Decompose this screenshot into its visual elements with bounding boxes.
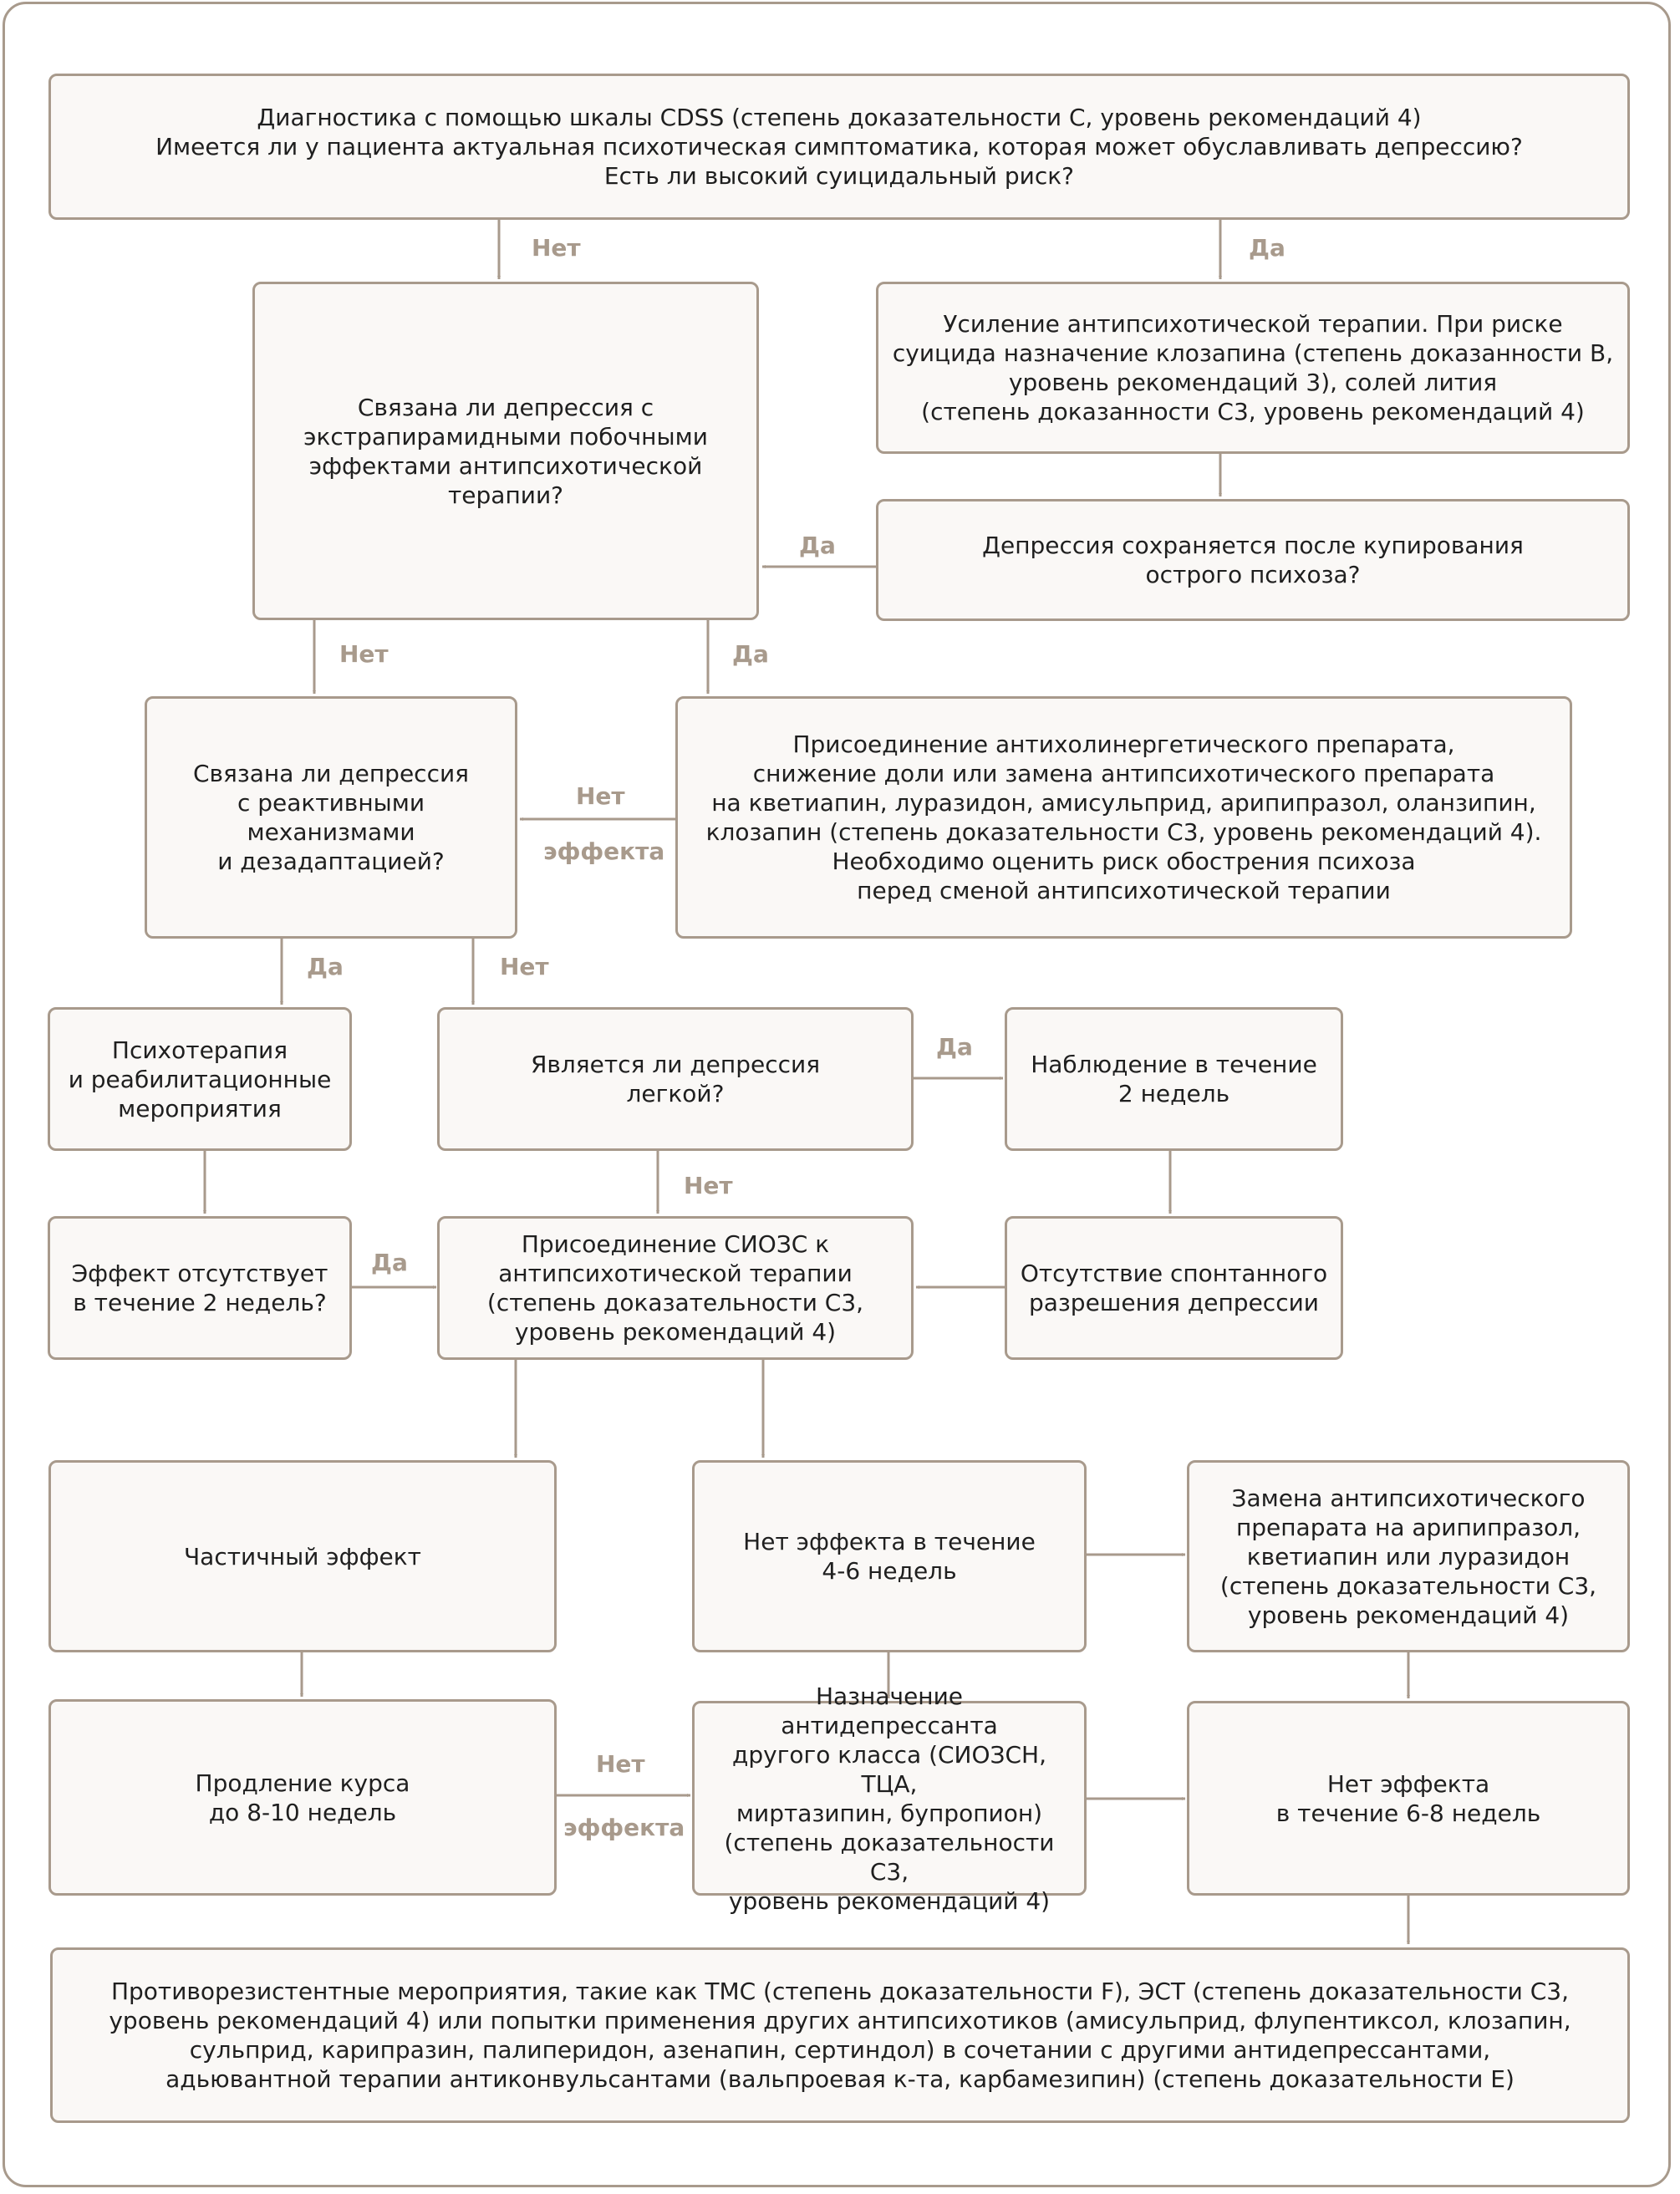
label-no-eps: Нет (339, 640, 389, 668)
box-mild-question: Является ли депрессия легкой? (437, 1007, 914, 1151)
box-no-effect-6-8w: Нет эффекта в течение 6-8 недель (1187, 1701, 1630, 1896)
label-no-top: Нет (532, 234, 581, 262)
label-yes-persist: Да (799, 532, 836, 559)
label-no-effect-extend-2: эффекта (563, 1814, 685, 1841)
box-diagnostics: Диагностика с помощью шкалы CDSS (степен… (48, 74, 1630, 220)
label-no-mild: Нет (684, 1172, 733, 1199)
label-yes-reactive: Да (307, 953, 344, 980)
label-yes-eps: Да (732, 640, 769, 668)
label-no-reactive: Нет (500, 953, 549, 980)
box-replace-antipsychotic: Замена антипсихотического препарата на а… (1187, 1460, 1630, 1652)
label-yes-top: Да (1249, 234, 1285, 262)
box-no-spontaneous: Отсутствие спонтанного разрешения депрес… (1005, 1216, 1343, 1360)
box-boost-antipsychotic: Усиление антипсихотической терапии. При … (876, 282, 1630, 454)
box-anticholinergic: Присоединение антихолинергетического пре… (675, 696, 1572, 939)
label-no-effect-anticholin-2: эффекта (543, 837, 665, 865)
box-observation: Наблюдение в течение 2 недель (1005, 1007, 1343, 1151)
box-other-antidepressant: Назначение антидепрессанта другого класс… (692, 1682, 1087, 1915)
label-yes-mild: Да (936, 1033, 973, 1061)
box-ssri: Присоединение СИОЗС к антипсихотической … (437, 1216, 914, 1360)
label-no-effect-extend-1: Нет (596, 1750, 645, 1778)
box-psychotherapy: Психотерапия и реабилитационные мероприя… (48, 1007, 352, 1151)
box-reactive-question: Связана ли депрессия с реактивными механ… (145, 696, 517, 939)
box-depression-persists: Депрессия сохраняется после купирования … (876, 499, 1630, 621)
box-extend-course: Продление курса до 8-10 недель (48, 1699, 557, 1896)
box-eps-question: Связана ли депрессия с экстрапирамидными… (252, 282, 759, 620)
box-resistance-measures: Противорезистентные мероприятия, такие к… (50, 1947, 1630, 2123)
box-no-effect-4-6w: Нет эффекта в течение 4-6 недель (692, 1460, 1087, 1652)
box-partial-effect: Частичный эффект (48, 1460, 557, 1652)
label-no-effect-anticholin-1: Нет (576, 782, 625, 810)
label-yes-noeffect2: Да (371, 1249, 408, 1276)
box-no-effect-2w: Эффект отсутствует в течение 2 недель? (48, 1216, 352, 1360)
